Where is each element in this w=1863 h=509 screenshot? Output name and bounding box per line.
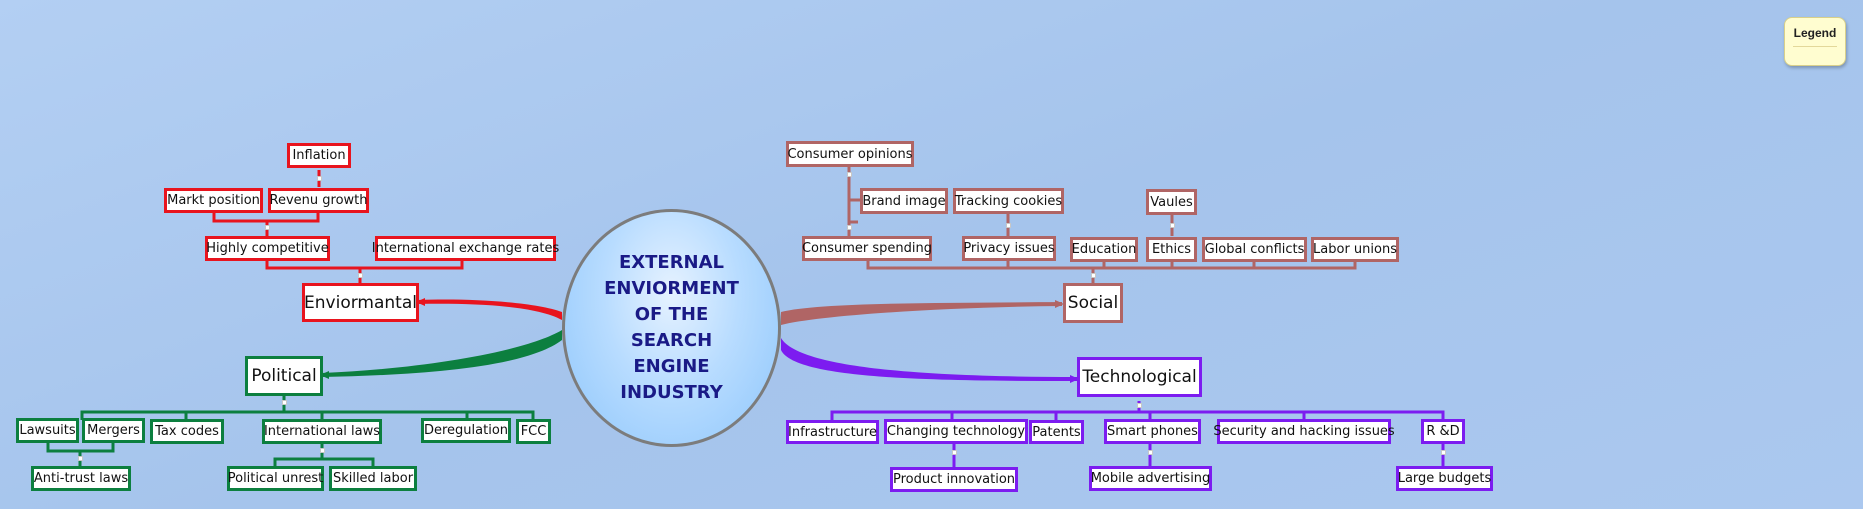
node-skilled-labor[interactable]: Skilled labor — [329, 466, 417, 491]
collapse-marker[interactable] — [265, 225, 270, 230]
node-product-innovation[interactable]: Product innovation — [890, 467, 1018, 492]
node-inflation[interactable]: Inflation — [287, 143, 351, 168]
node-labor-unions[interactable]: Labor unions — [1311, 237, 1399, 262]
branch-political — [322, 330, 562, 377]
central-topic[interactable]: EXTERNAL ENVIORMENT OF THE SEARCH ENGINE… — [562, 209, 781, 447]
node-large-budgets[interactable]: Large budgets — [1396, 466, 1493, 491]
collapse-marker[interactable] — [847, 172, 852, 177]
node-international-laws[interactable]: International laws — [262, 419, 382, 444]
collapse-marker[interactable] — [320, 448, 325, 453]
topic-environmental[interactable]: Enviormantal — [302, 283, 419, 322]
node-education[interactable]: Education — [1070, 237, 1138, 262]
node-tracking-cookies[interactable]: Tracking cookies — [953, 188, 1064, 214]
collapse-marker[interactable] — [317, 176, 322, 181]
collapse-marker[interactable] — [78, 456, 83, 461]
node-global-conflicts[interactable]: Global conflicts — [1202, 237, 1307, 262]
node-anti-trust-laws[interactable]: Anti-trust laws — [31, 466, 131, 491]
legend-label: Legend — [1793, 26, 1837, 40]
legend-note[interactable]: Legend — [1784, 17, 1846, 66]
node-patents[interactable]: Patents — [1029, 420, 1084, 444]
branch-environmental — [418, 299, 562, 320]
node-revenu-growth[interactable]: Revenu growth — [268, 188, 369, 213]
node-consumer-opinions[interactable]: Consumer opinions — [786, 141, 914, 167]
central-topic-label: EXTERNAL ENVIORMENT OF THE SEARCH ENGINE… — [604, 252, 739, 403]
node-r-and-d[interactable]: R &D — [1421, 419, 1465, 444]
arrow-social — [1055, 300, 1064, 308]
arrow-technological — [1070, 375, 1079, 383]
node-vaules[interactable]: Vaules — [1146, 189, 1197, 215]
node-mobile-advertising[interactable]: Mobile advertising — [1089, 466, 1212, 491]
collapse-marker[interactable] — [1137, 403, 1142, 408]
collapse-marker[interactable] — [847, 225, 852, 230]
arrow-political — [320, 371, 329, 379]
collapse-marker[interactable] — [1441, 450, 1446, 455]
collapse-marker[interactable] — [1006, 223, 1011, 228]
node-mergers[interactable]: Mergers — [82, 418, 145, 443]
branch-technological — [781, 338, 1077, 381]
node-markt-position[interactable]: Markt position — [164, 188, 263, 213]
node-infrastructure[interactable]: Infrastructure — [786, 420, 879, 444]
collapse-marker[interactable] — [1148, 450, 1153, 455]
node-changing-technology[interactable]: Changing technology — [884, 419, 1028, 444]
node-political-unrest[interactable]: Political unrest — [227, 466, 324, 491]
topic-social[interactable]: Social — [1063, 283, 1123, 323]
collapse-marker[interactable] — [282, 400, 287, 405]
legend-divider — [1793, 46, 1837, 47]
node-consumer-spending[interactable]: Consumer spending — [802, 236, 932, 261]
node-deregulation[interactable]: Deregulation — [421, 418, 511, 443]
node-ethics[interactable]: Ethics — [1146, 237, 1197, 262]
arrow-environmental — [416, 298, 425, 306]
collapse-marker[interactable] — [358, 273, 363, 278]
collapse-marker[interactable] — [1091, 273, 1096, 278]
node-fcc[interactable]: FCC — [516, 419, 551, 444]
topic-technological[interactable]: Technological — [1077, 357, 1202, 397]
node-lawsuits[interactable]: Lawsuits — [16, 418, 79, 443]
collapse-marker[interactable] — [952, 450, 957, 455]
node-tax-codes[interactable]: Tax codes — [150, 419, 224, 444]
node-security-hacking[interactable]: Security and hacking issues — [1213, 419, 1395, 444]
topic-political[interactable]: Political — [245, 356, 323, 396]
branch-social — [781, 302, 1062, 325]
node-privacy-issues[interactable]: Privacy issues — [962, 236, 1056, 261]
node-brand-image[interactable]: Brand image — [860, 188, 948, 214]
node-smart-phones[interactable]: Smart phones — [1104, 419, 1201, 444]
node-highly-competitive[interactable]: Highly competitive — [205, 236, 330, 261]
node-international-exchange-rates[interactable]: International exchange rates — [372, 236, 559, 261]
collapse-marker[interactable] — [1170, 223, 1175, 228]
